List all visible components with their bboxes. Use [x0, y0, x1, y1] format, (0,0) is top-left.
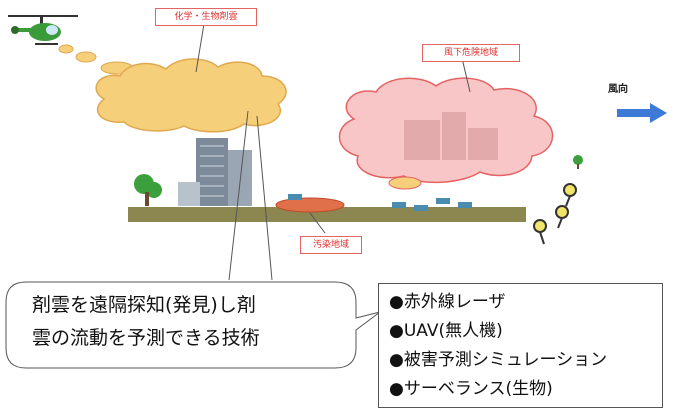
callout-line-2: 雲の流動を予測できる技術 [32, 327, 260, 349]
hazard-buildings [404, 112, 498, 160]
chem-bio-cloud-label: 化学・生物剤雲 [155, 8, 257, 26]
tree-icon [134, 174, 162, 206]
contaminated-zone [275, 197, 345, 213]
contaminated-area-label: 汚染地域 [300, 236, 362, 254]
vehicle-icons [288, 194, 472, 211]
downwind-hazard-label: 風下危険地域 [422, 44, 520, 62]
hazard-cloud-ground-puff [388, 176, 422, 190]
spray-trail [58, 44, 134, 75]
wind-arrow-icon [617, 103, 667, 123]
helicopter-icon [8, 15, 78, 45]
technology-item: ●被害予測シミュレーション [389, 350, 608, 370]
technology-item: ●サーベランス(生物) [389, 379, 553, 399]
chem-bio-cloud [95, 58, 287, 133]
wind-direction-label: 風向 [608, 84, 628, 95]
technology-item: ●UAV(無人機) [389, 321, 503, 341]
hazard-cloud [338, 77, 554, 184]
callout-line-1: 剤雲を遠隔探知(発見)し剤 [32, 294, 256, 316]
office-building [178, 138, 252, 206]
callout-bubble [5, 281, 381, 369]
technology-item: ●赤外線レーザ [389, 292, 506, 312]
small-tree-icon [573, 155, 583, 169]
soldier-icons [533, 183, 577, 245]
technology-list: ●赤外線レーザ ●UAV(無人機) ●被害予測シミュレーション ●サーベランス(… [378, 283, 663, 408]
leader-lines [195, 17, 471, 281]
